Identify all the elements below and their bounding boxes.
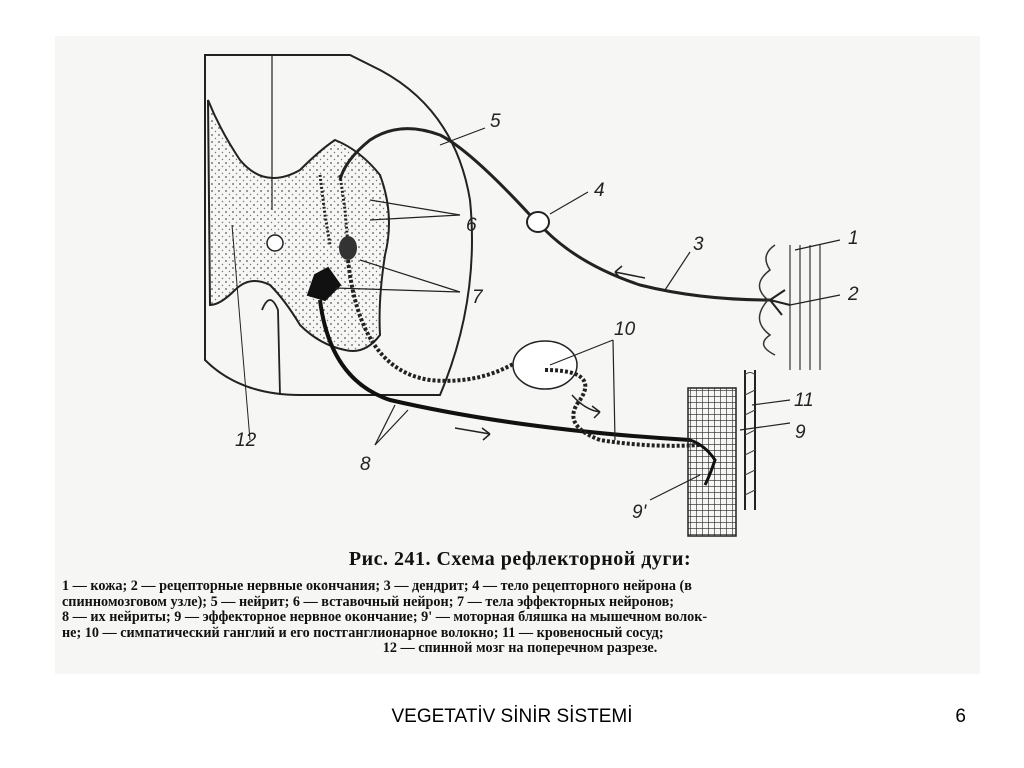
efferent-fibres bbox=[318, 259, 691, 442]
slide-page-number: 6 bbox=[955, 706, 966, 727]
caption-body: 1 — кожа; 2 — рецепторные нервные оконча… bbox=[60, 578, 980, 657]
leader-lines bbox=[334, 127, 841, 501]
label-2: 2 bbox=[847, 284, 859, 305]
label-11: 11 bbox=[794, 390, 814, 411]
caption-line: спинномозговом узле); 5 — нейрит; 6 — вс… bbox=[62, 593, 674, 610]
label-12: 12 bbox=[235, 430, 257, 451]
label-1: 1 bbox=[848, 228, 859, 249]
label-3: 3 bbox=[693, 234, 704, 255]
figure-caption: Рис. 241. Схема рефлекторной дуги: 1 — к… bbox=[60, 548, 980, 657]
caption-line: 1 — кожа; 2 — рецепторные нервные оконча… bbox=[62, 578, 692, 594]
label-8: 8 bbox=[360, 454, 371, 475]
label-5: 5 bbox=[490, 111, 501, 132]
label-10: 10 bbox=[614, 319, 636, 340]
label-6: 6 bbox=[466, 215, 477, 236]
slide-footer-title: VEGETATİV SİNİR SİSTEMİ bbox=[391, 706, 633, 727]
label-9: 9 bbox=[795, 422, 806, 443]
label-9-prime: 9' bbox=[632, 502, 648, 523]
label-7: 7 bbox=[472, 287, 484, 308]
receptor-neuron bbox=[338, 127, 771, 302]
label-4: 4 bbox=[594, 180, 605, 201]
interneurons bbox=[306, 174, 357, 302]
muscle-and-vessel bbox=[687, 370, 756, 537]
caption-last-line: 12 — спинной мозг на поперечном разрезе. bbox=[382, 640, 658, 656]
caption-line: не; 10 — симпатический ганглий и его пос… bbox=[62, 624, 664, 641]
skin bbox=[758, 244, 821, 370]
reflex-arc-diagram: 1 2 3 4 5 6 7 8 9 9' 10 11 12 bbox=[204, 54, 859, 537]
sympathetic-ganglion bbox=[512, 340, 701, 448]
caption-line: 8 — их нейриты; 9 — эффекторное нервное … bbox=[62, 609, 708, 625]
spinal-cord-section bbox=[204, 54, 473, 441]
caption-title: Рис. 241. Схема рефлекторной дуги: bbox=[348, 548, 692, 570]
